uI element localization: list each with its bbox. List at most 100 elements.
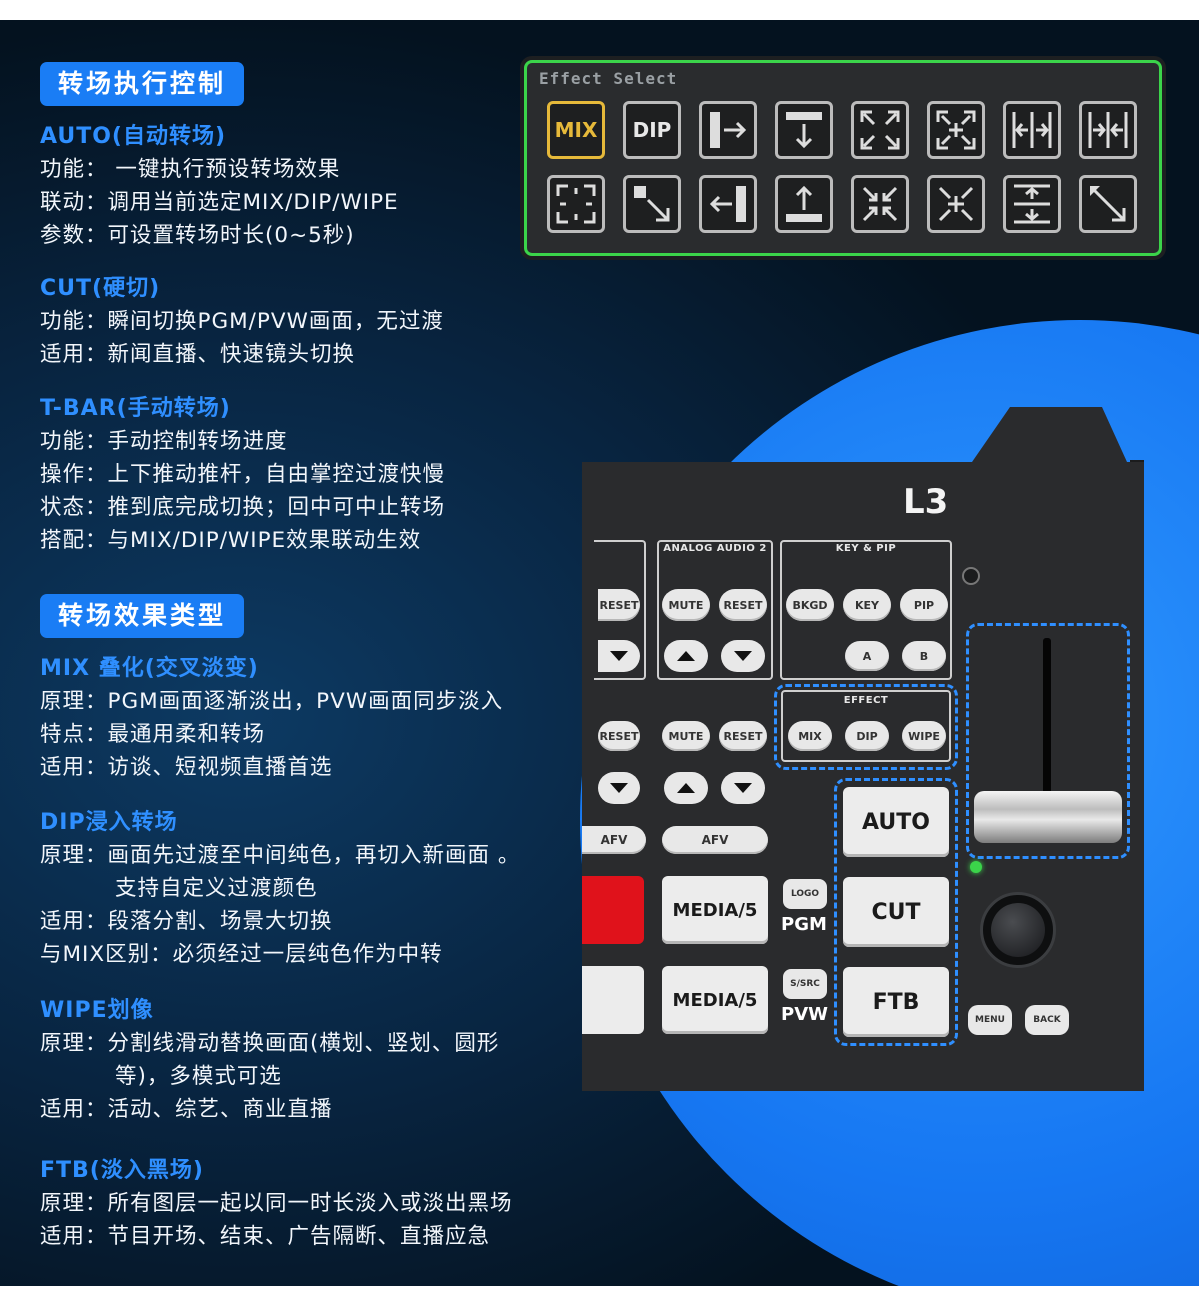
pvw-label: PVW	[781, 1004, 828, 1025]
wipe-diagonal-up-left-button[interactable]	[1079, 175, 1137, 233]
wipe-down-button[interactable]	[775, 101, 833, 159]
afv-button-partial[interactable]: AFV	[582, 826, 646, 854]
reset-button[interactable]: RESET	[598, 721, 640, 751]
indicator-hole	[962, 567, 980, 585]
wipe-left-button[interactable]	[699, 175, 757, 233]
group-analog-audio-2	[657, 540, 773, 680]
wipe-right-button[interactable]	[699, 101, 757, 159]
text-line: 适用：段落分割、场景大切换	[40, 909, 333, 934]
wipe-up-icon	[786, 185, 822, 222]
group-title-effect: EFFECT	[843, 695, 889, 706]
b-button[interactable]: B	[902, 641, 946, 671]
split-horizontal-out-button[interactable]	[1003, 101, 1061, 159]
section-pill-effect-types: 转场效果类型	[40, 594, 245, 638]
reset-button[interactable]: RESET	[719, 589, 767, 621]
box-shrink-button[interactable]	[851, 175, 909, 233]
key-button[interactable]: KEY	[843, 589, 891, 621]
wipe-down-icon	[786, 112, 822, 149]
text-line: 支持自定义过渡颜色	[115, 876, 318, 901]
text-line: 与MIX区别：必须经过一层纯色作为中转	[40, 942, 443, 967]
volume-down-button[interactable]	[721, 772, 765, 804]
effect-mix-button[interactable]: MIX	[547, 101, 605, 159]
pip-button[interactable]: PIP	[900, 589, 948, 621]
box-shrink-icon	[862, 186, 898, 222]
box-shrink-cross-icon	[938, 186, 974, 222]
heading-tbar: T-BAR(手动转场)	[40, 396, 231, 421]
chevron-down-icon	[734, 783, 752, 793]
reset-button-partial[interactable]: RESET	[598, 589, 640, 621]
heading-cut: CUT(硬切)	[40, 276, 161, 301]
text-line: 功能： 一键执行预设转场效果	[40, 157, 341, 182]
effect-dip-button[interactable]: DIP	[623, 101, 681, 159]
wipe-up-button[interactable]	[775, 175, 833, 233]
text-line: 操作：上下推动推杆，自由掌控过渡快慢	[40, 462, 446, 487]
highlight-transition-buttons	[834, 778, 958, 1046]
group-key-pip	[780, 540, 952, 680]
chevron-down-icon	[734, 651, 752, 661]
split-horizontal-out-icon	[1012, 112, 1052, 148]
volume-down-button[interactable]	[598, 772, 640, 804]
effect-wipe-hw-button[interactable]: WIPE	[902, 721, 946, 751]
menu-button[interactable]: MENU	[968, 1005, 1012, 1035]
text-line: 原理：分割线滑动替换画面(横划、竖划、圆形	[40, 1031, 500, 1056]
group-effect	[781, 690, 951, 762]
highlight-tbar	[966, 623, 1130, 859]
volume-up-button[interactable]	[664, 772, 708, 804]
wipe-right-icon	[710, 112, 747, 148]
pgm-source-button-active[interactable]	[582, 876, 644, 944]
box-in-cross-button[interactable]	[927, 101, 985, 159]
tbar-handle[interactable]	[974, 791, 1122, 843]
text-line: 适用：访谈、短视频直播首选	[40, 755, 333, 780]
status-led	[970, 861, 982, 873]
section-pill-transition-control: 转场执行控制	[40, 62, 245, 106]
box-corners-out-button[interactable]	[547, 175, 605, 233]
afv-button[interactable]: AFV	[662, 826, 768, 854]
volume-down-button[interactable]	[598, 640, 640, 672]
mute-button[interactable]: MUTE	[662, 721, 710, 751]
box-in-cross-icon	[936, 110, 976, 150]
background: 转场执行控制 AUTO(自动转场) 功能： 一键执行预设转场效果 联动：调用当前…	[0, 20, 1199, 1286]
effect-mix-label: MIX	[554, 118, 598, 142]
effect-select-title: Effect Select	[539, 69, 678, 88]
joystick-knob	[991, 903, 1045, 957]
ftb-button[interactable]: FTB	[843, 967, 949, 1037]
mute-button[interactable]: MUTE	[662, 589, 710, 621]
group-title-analog-audio-2: ANALOG AUDIO 2	[663, 543, 767, 554]
split-horizontal-in-icon	[1088, 112, 1128, 148]
logo-button[interactable]: LOGO	[783, 879, 827, 909]
media5-pgm-button[interactable]: MEDIA/5	[662, 876, 768, 944]
heading-dip: DIP浸入转场	[40, 810, 178, 835]
box-shrink-cross-button[interactable]	[927, 175, 985, 233]
effect-dip-label: DIP	[632, 118, 672, 142]
effect-mix-hw-button[interactable]: MIX	[788, 721, 832, 751]
auto-button[interactable]: AUTO	[843, 787, 949, 857]
split-vertical-button[interactable]	[1003, 175, 1061, 233]
back-button[interactable]: BACK	[1025, 1005, 1069, 1035]
volume-down-button[interactable]	[721, 640, 765, 672]
volume-up-button[interactable]	[664, 640, 708, 672]
media5-pvw-button[interactable]: MEDIA/5	[662, 966, 768, 1034]
a-button[interactable]: A	[845, 641, 889, 671]
effect-dip-hw-button[interactable]: DIP	[845, 721, 889, 751]
heading-wipe: WIPE划像	[40, 998, 154, 1023]
text-line: 状态：推到底完成切换；回中可中止转场	[40, 495, 446, 520]
text-line: 联动：调用当前选定MIX/DIP/WIPE	[40, 190, 399, 215]
chevron-up-icon	[677, 651, 695, 661]
chevron-down-icon	[610, 651, 628, 661]
text-line: 特点：最通用柔和转场	[40, 722, 266, 747]
text-line: 搭配：与MIX/DIP/WIPE效果联动生效	[40, 528, 422, 553]
wipe-diagonal-down-right-button[interactable]	[623, 175, 681, 233]
text-line: 原理：画面先过渡至中间纯色，再切入新画面 。	[40, 843, 521, 868]
box-out-icon	[860, 110, 900, 150]
text-line: 功能：手动控制转场进度	[40, 429, 288, 454]
wipe-diagonal-down-right-icon	[634, 186, 670, 222]
box-out-button[interactable]	[851, 101, 909, 159]
split-horizontal-in-button[interactable]	[1079, 101, 1137, 159]
reset-button[interactable]: RESET	[719, 721, 767, 751]
tbar-slot	[1043, 638, 1051, 828]
cut-button[interactable]: CUT	[843, 877, 949, 947]
pvw-source-button[interactable]	[582, 966, 644, 1034]
group-audio-1	[594, 540, 646, 680]
bkgd-button[interactable]: BKGD	[786, 589, 834, 621]
ssrc-button[interactable]: S/SRC	[783, 969, 827, 999]
